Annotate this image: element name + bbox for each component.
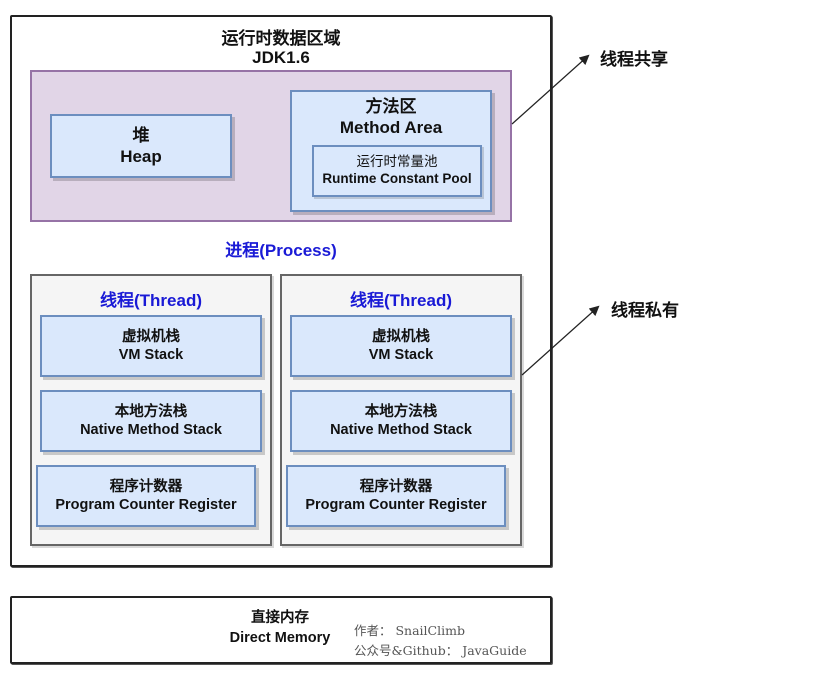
thread-title-1: 线程(Thread) — [100, 291, 202, 310]
direct-memory-cn: 直接内存 — [251, 610, 309, 626]
thread-title-2: 线程(Thread) — [350, 291, 452, 310]
pc-cn: 程序计数器 — [359, 478, 433, 495]
shared-arrow — [511, 54, 590, 125]
direct-memory-label: 直接内存 Direct Memory — [180, 609, 380, 648]
author-credit: 作者： SnailClimb — [354, 623, 465, 638]
pc-en: Program Counter Register — [305, 497, 487, 513]
vm-stack-cn: 虚拟机栈 — [372, 328, 430, 345]
native-stack-cn: 本地方法栈 — [364, 403, 438, 420]
process-label: 进程(Process) — [225, 241, 337, 260]
pc-register-box-2: 程序计数器 Program Counter Register — [286, 465, 506, 527]
vm-stack-cn: 虚拟机栈 — [122, 328, 180, 345]
runtime-constant-pool-box: 运行时常量池 Runtime Constant Pool — [312, 145, 482, 197]
pc-cn: 程序计数器 — [109, 478, 183, 495]
direct-memory-en: Direct Memory — [229, 629, 331, 646]
heap-cn: 堆 — [132, 125, 150, 145]
account-credit: 公众号&Github： JavaGuide — [354, 643, 527, 658]
thread-private-label: 线程私有 — [611, 301, 679, 320]
heap-en: Heap — [120, 147, 162, 166]
pool-cn: 运行时常量池 — [356, 154, 438, 170]
native-stack-cn: 本地方法栈 — [114, 403, 188, 420]
thread-shared-label: 线程共享 — [600, 50, 668, 69]
heap-box: 堆 Heap — [50, 114, 232, 178]
native-stack-en: Native Method Stack — [80, 422, 222, 438]
runtime-title: 运行时数据区域 — [221, 29, 341, 48]
pool-en: Runtime Constant Pool — [322, 171, 472, 186]
private-arrow — [521, 305, 600, 376]
method-area-en: Method Area — [339, 118, 443, 138]
native-stack-en: Native Method Stack — [330, 422, 472, 438]
pc-register-box-1: 程序计数器 Program Counter Register — [36, 465, 256, 527]
pc-en: Program Counter Register — [55, 497, 237, 513]
direct-memory-box — [10, 596, 552, 664]
vm-stack-en: VM Stack — [368, 347, 434, 363]
vm-stack-en: VM Stack — [118, 347, 184, 363]
vm-stack-box-1: 虚拟机栈 VM Stack — [40, 315, 262, 377]
vm-stack-box-2: 虚拟机栈 VM Stack — [290, 315, 512, 377]
runtime-subtitle: JDK1.6 — [252, 48, 310, 67]
native-stack-box-2: 本地方法栈 Native Method Stack — [290, 390, 512, 452]
native-stack-box-1: 本地方法栈 Native Method Stack — [40, 390, 262, 452]
method-area-cn: 方法区 — [365, 97, 417, 116]
